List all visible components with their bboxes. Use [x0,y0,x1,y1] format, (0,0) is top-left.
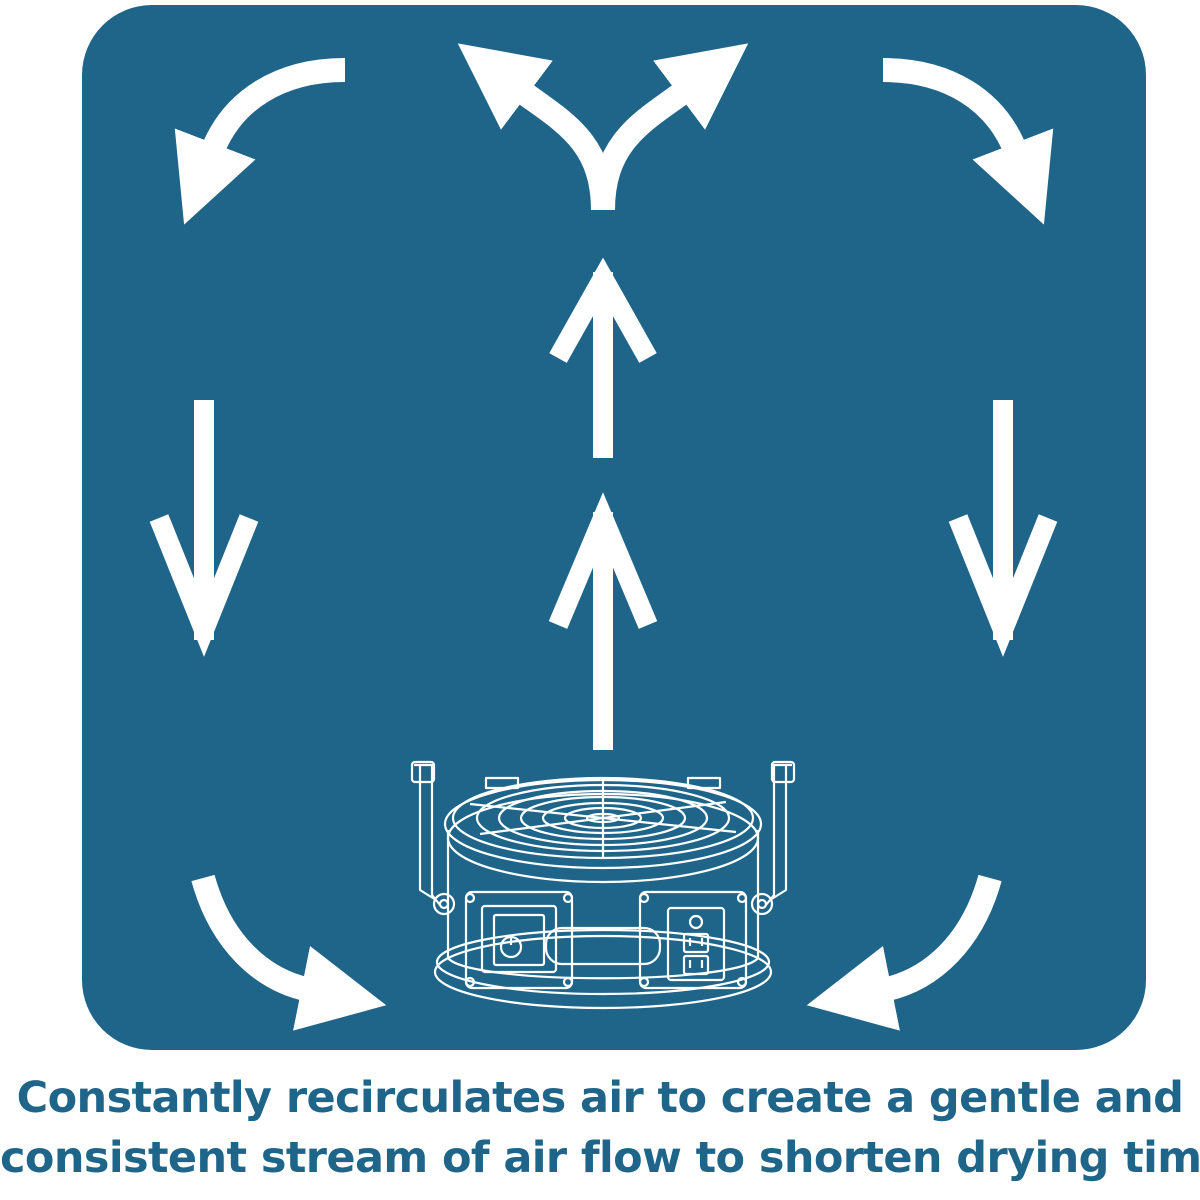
curved-arrow-top-right-icon [882,58,1054,225]
caption-line-2: consistent stream of air flow to shorten… [0,1133,1200,1183]
curved-arrow-bottom-left-icon [191,874,387,1031]
split-arrow-top-center-icon [457,43,749,211]
air-mover-fan-icon [410,760,796,1010]
down-arrow-icon [149,400,259,657]
caption: Constantly recirculates air to create a … [0,1068,1200,1188]
caption-line-1: Constantly recirculates air to create a … [16,1073,1184,1123]
up-arrow-icon [548,492,658,750]
up-arrow-icon [549,257,657,458]
down-arrow-icon [948,400,1058,657]
curved-arrow-bottom-right-icon [806,874,1002,1031]
curved-arrow-top-left-icon [174,58,346,225]
